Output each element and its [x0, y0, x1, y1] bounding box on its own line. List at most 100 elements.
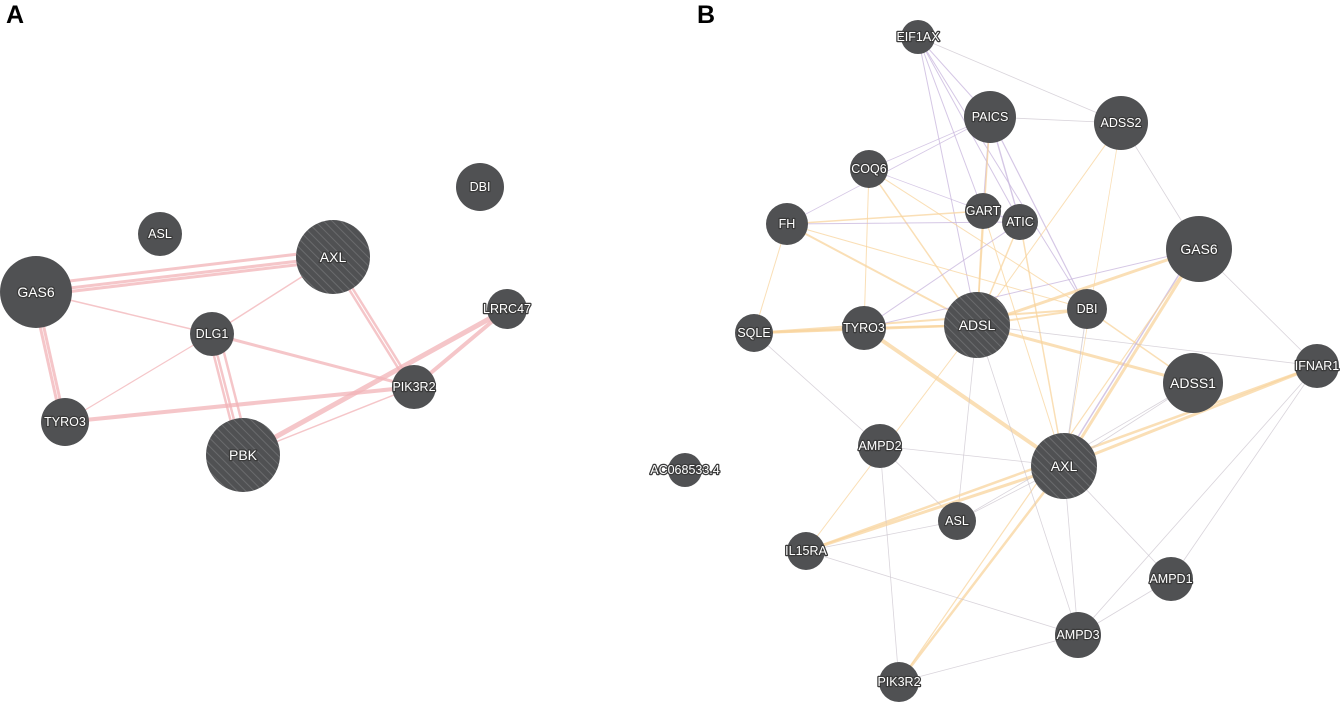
edge-coq6-tyro3	[863, 168, 870, 329]
edge-ifnar1-adsl	[976, 324, 1318, 367]
node-circle	[456, 163, 504, 211]
node-label: PBK	[229, 447, 258, 463]
node-label: COQ6	[851, 162, 886, 176]
node-label: IL15RA	[785, 544, 827, 558]
edge-sqle-dbi	[753, 308, 1088, 334]
node-dlg1[interactable]: DLG1	[190, 312, 234, 356]
node-adss2[interactable]: ADSS2	[1094, 96, 1148, 150]
edge-adsl-ampd3	[976, 324, 1079, 636]
node-circle	[0, 256, 72, 328]
node-circle	[938, 502, 976, 540]
node-pik3r2[interactable]: PIK3R2	[391, 365, 437, 409]
node-adss1[interactable]: ADSS1	[1163, 353, 1223, 413]
node-axl[interactable]: AXL	[296, 220, 370, 294]
node-axl[interactable]: AXL	[1031, 433, 1097, 499]
node-label: SQLE	[737, 326, 770, 340]
edge-adsl-gas6	[975, 247, 1201, 327]
node-circle	[1067, 289, 1107, 329]
node-label: PAICS	[972, 110, 1009, 124]
edge-fh-dbi	[786, 223, 1088, 310]
node-circle	[965, 193, 1001, 229]
node-label: ADSS2	[1101, 116, 1142, 130]
node-circle	[858, 424, 902, 468]
panel-b-letter: B	[697, 1, 715, 29]
edge-tyro3-axl	[862, 326, 1066, 468]
edge-il15ra-ampd3	[805, 550, 1079, 636]
node-label: ASL	[945, 514, 969, 528]
node-circle	[190, 312, 234, 356]
edge-axl-pik3r2	[897, 464, 1066, 684]
edge-paics-fh	[786, 116, 991, 225]
edge-paics-dbi	[989, 116, 1088, 310]
node-label: AC068533.4	[650, 463, 720, 477]
node-label: ASL	[148, 227, 172, 241]
edge-fh-adsl	[786, 223, 978, 326]
node-circle	[735, 314, 773, 352]
node-label: LRRC47	[483, 302, 531, 316]
node-circle	[392, 365, 436, 409]
node-circle	[850, 150, 888, 188]
node-ampd3[interactable]: AMPD3	[1055, 612, 1101, 658]
node-paics[interactable]: PAICS	[964, 91, 1016, 143]
node-pik3r2[interactable]: PIK3R2	[876, 662, 922, 702]
panel-a-edges	[31, 248, 510, 458]
edge-sqle-ampd2	[753, 332, 881, 447]
edge-pbk-lrrc47	[240, 306, 510, 458]
node-circle	[1031, 433, 1097, 499]
node-label: IFNAR1	[1295, 359, 1340, 373]
node-label: AXL	[320, 249, 347, 265]
node-tyro3[interactable]: TYRO3	[842, 306, 886, 350]
node-ifnar1[interactable]: IFNAR1	[1294, 344, 1341, 388]
node-circle	[787, 532, 825, 570]
node-label: FH	[779, 217, 796, 231]
node-asl[interactable]: ASL	[938, 502, 976, 540]
node-tyro3[interactable]: TYRO3	[41, 398, 89, 446]
node-coq6[interactable]: COQ6	[850, 150, 888, 188]
edge-eif1ax-adss2	[917, 36, 1122, 124]
node-lrrc47[interactable]: LRRC47	[482, 289, 532, 329]
edge-coq6-dbi	[868, 168, 1088, 310]
node-pbk[interactable]: PBK	[206, 418, 280, 492]
edge-adsl-adss1	[975, 323, 1195, 385]
node-circle	[668, 453, 702, 487]
node-circle	[964, 91, 1016, 143]
node-adsl[interactable]: ADSL	[944, 292, 1010, 358]
node-circle	[879, 662, 919, 702]
edge-gas6-axl	[1060, 246, 1197, 465]
edge-ifnar1-axl	[1062, 364, 1319, 468]
node-ampd1[interactable]: AMPD1	[1148, 557, 1194, 601]
edge-gas6-axl	[1062, 247, 1201, 468]
edge-ifnar1-ampd1	[1170, 365, 1318, 580]
node-ampd2[interactable]: AMPD2	[857, 424, 903, 468]
node-circle	[1094, 96, 1148, 150]
node-label: TYRO3	[44, 415, 86, 429]
node-asl[interactable]: ASL	[138, 212, 182, 256]
node-fh[interactable]: FH	[766, 203, 808, 245]
node-circle	[1295, 344, 1339, 388]
node-label: ATIC	[1006, 215, 1034, 229]
node-dbi[interactable]: DBI	[456, 163, 504, 211]
node-circle	[138, 212, 182, 256]
panel-b-edges	[752, 36, 1319, 684]
edge-axl-il15ra	[804, 464, 1066, 553]
node-gas6[interactable]: GAS6	[1166, 216, 1232, 282]
node-circle	[1166, 216, 1232, 282]
edge-gas6-axl	[34, 258, 335, 297]
node-dbi[interactable]: DBI	[1067, 289, 1107, 329]
node-ac068533-4[interactable]: AC068533.4	[649, 453, 721, 487]
panel-a-letter: A	[6, 1, 24, 29]
node-eif1ax[interactable]: EIF1AX	[895, 20, 941, 54]
node-label: GAS6	[1180, 241, 1218, 257]
node-label: AMPD1	[1149, 572, 1192, 586]
node-atic[interactable]: ATIC	[1002, 204, 1038, 240]
node-gas6[interactable]: GAS6	[0, 256, 72, 328]
node-il15ra[interactable]: IL15RA	[784, 532, 829, 570]
edge-ampd2-pik3r2	[879, 445, 900, 683]
node-circle	[487, 289, 527, 329]
node-gart[interactable]: GART	[965, 193, 1002, 229]
node-sqle[interactable]: SQLE	[735, 314, 773, 352]
node-label: ADSS1	[1170, 375, 1216, 391]
node-label: PIK3R2	[392, 380, 435, 394]
